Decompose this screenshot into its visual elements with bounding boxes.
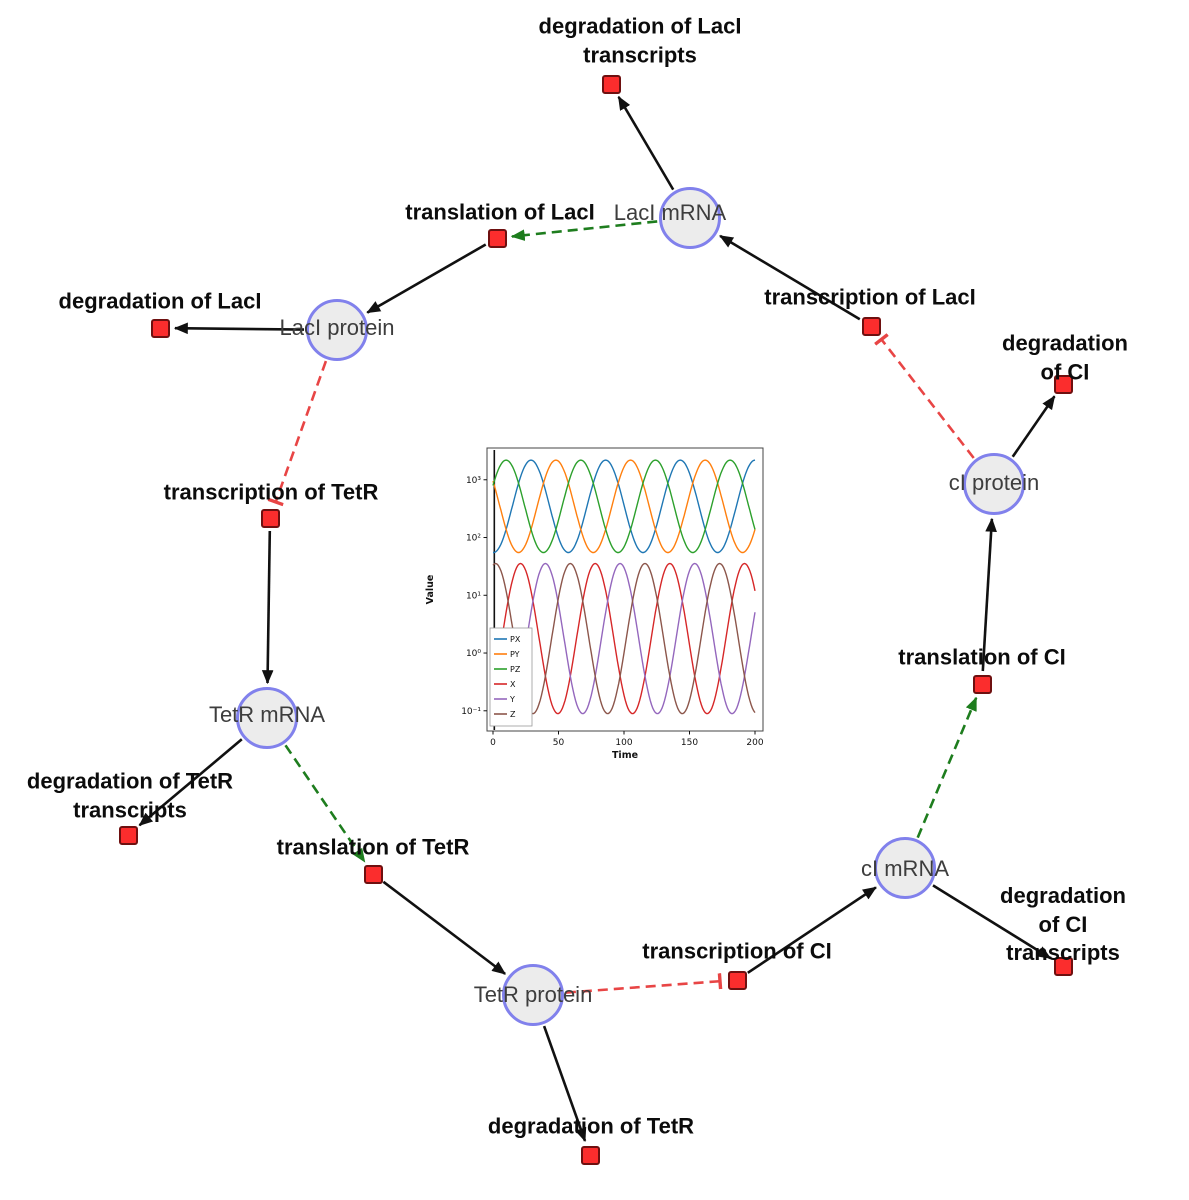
legend-label-Y: Y <box>509 695 515 704</box>
reaction-node-translation-of-ci[interactable] <box>972 674 992 694</box>
chart-legend-box <box>489 627 533 727</box>
edge-production <box>981 517 997 672</box>
y-tick-label: 10⁰ <box>466 649 481 659</box>
x-tick-label: 150 <box>681 738 698 748</box>
y-axis-label: Value <box>425 575 436 605</box>
species-node-ci-protein[interactable] <box>963 453 1025 515</box>
species-node-laci-mrna[interactable] <box>659 187 721 249</box>
legend-label-PZ: PZ <box>510 665 521 674</box>
legend-label-PX: PX <box>510 635 521 644</box>
species-label-ci-mrna: cI mRNA <box>861 856 949 881</box>
species-label-ci-protein: cI protein <box>948 470 1040 495</box>
reaction-label-translation-of-ci: translation of CI <box>898 644 1066 670</box>
edge-production <box>366 243 487 314</box>
edge-consumption <box>542 1025 587 1142</box>
edge-catalysis <box>916 696 978 839</box>
reaction-node-degradation-of-tetr[interactable] <box>580 1145 600 1165</box>
reaction-node-degradation-of-ci-transcripts[interactable] <box>1053 956 1073 976</box>
reaction-node-translation-of-laci[interactable] <box>487 228 507 248</box>
reaction-node-transcription-of-tetr[interactable] <box>260 508 280 528</box>
legend-label-PY: PY <box>510 650 520 659</box>
reaction-node-transcription-of-ci[interactable] <box>727 970 747 990</box>
edge-consumption <box>1011 395 1056 458</box>
reaction-label-translation-of-laci: translation of LacI <box>405 199 595 225</box>
edge-production <box>719 234 861 321</box>
reaction-label-transcription-of-laci: transcription of LacI <box>764 284 976 310</box>
edge-production <box>382 880 507 975</box>
chart-series-X <box>492 562 756 715</box>
species-node-tetr-protein[interactable] <box>502 964 564 1026</box>
reaction-node-translation-of-tetr[interactable] <box>363 864 383 884</box>
edge-inhibition <box>565 973 723 994</box>
edge-catalysis <box>284 744 366 863</box>
edge-consumption <box>617 95 675 191</box>
reaction-label-degradation-of-laci: degradation of LacI <box>58 288 262 314</box>
reaction-label-transcription-of-tetr: transcription of TetR <box>163 479 379 505</box>
x-axis-label: Time <box>612 750 638 760</box>
chart-frame <box>486 447 764 732</box>
legend-label-Z: Z <box>510 710 516 719</box>
reaction-label-degradation-of-ci-transcripts: degradation of CI transcripts <box>1000 883 1126 966</box>
species-label-laci-mrna: LacI mRNA <box>613 200 727 225</box>
chart-series-PZ <box>492 459 756 554</box>
reaction-node-degradation-of-laci[interactable] <box>150 318 170 338</box>
edge-consumption <box>173 322 305 335</box>
edge-consumption <box>138 738 243 827</box>
y-tick-label: 10² <box>466 534 481 544</box>
reaction-label-transcription-of-ci: transcription of CI <box>642 938 832 964</box>
y-tick-label: 10⁻¹ <box>461 707 481 717</box>
x-tick-label: 200 <box>746 738 763 748</box>
chart-series-PY <box>492 459 756 554</box>
reaction-label-degradation-of-tetr: degradation of TetR <box>487 1113 695 1139</box>
edge-production <box>747 886 877 974</box>
reaction-node-degradation-of-laci-transcripts[interactable] <box>601 74 621 94</box>
edge-inhibition <box>267 360 328 507</box>
reaction-node-transcription-of-laci[interactable] <box>861 316 881 336</box>
x-tick-label: 100 <box>615 738 632 748</box>
edge-inhibition <box>874 333 975 459</box>
legend-label-X: X <box>510 680 516 689</box>
reaction-node-degradation-of-tetr-transcripts[interactable] <box>118 825 138 845</box>
species-label-laci-protein: LacI protein <box>279 315 395 340</box>
edge-consumption <box>932 884 1052 960</box>
edge-catalysis <box>510 220 658 241</box>
x-tick-label: 50 <box>553 738 565 748</box>
reaction-node-degradation-of-ci[interactable] <box>1053 374 1073 394</box>
chart-series-PX <box>493 459 756 554</box>
species-label-tetr-mrna: TetR mRNA <box>208 702 326 727</box>
y-tick-label: 10¹ <box>466 591 481 601</box>
reaction-label-degradation-of-tetr-transcripts: degradation of TetR transcripts <box>26 768 234 822</box>
edge-production <box>261 530 274 685</box>
species-node-laci-protein[interactable] <box>306 299 368 361</box>
species-node-tetr-mrna[interactable] <box>236 687 298 749</box>
y-tick-label: 10³ <box>466 476 481 486</box>
reaction-label-translation-of-tetr: translation of TetR <box>276 834 470 860</box>
chart-series-Z <box>492 562 756 715</box>
chart-series-Y <box>492 562 756 715</box>
species-label-tetr-protein: TetR protein <box>473 982 593 1007</box>
reaction-label-degradation-of-ci: degradation of CI <box>1002 330 1128 384</box>
species-node-ci-mrna[interactable] <box>874 837 936 899</box>
x-tick-label: 0 <box>490 738 496 748</box>
reaction-label-degradation-of-laci-transcripts: degradation of LacI transcripts <box>538 13 742 67</box>
